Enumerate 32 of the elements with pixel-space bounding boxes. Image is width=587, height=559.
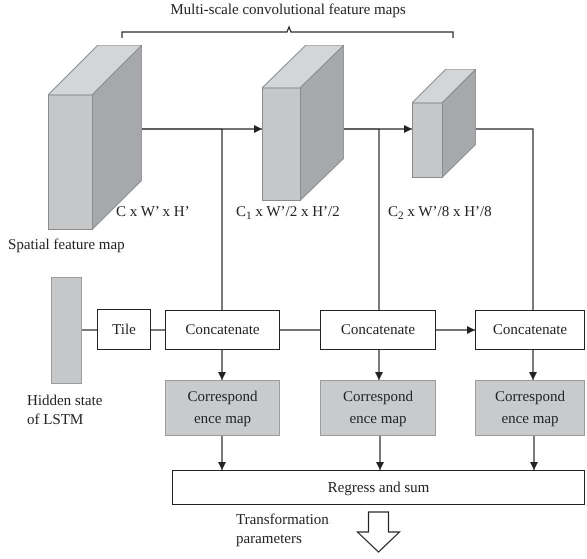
process-box: Tile	[97, 309, 151, 350]
connector-line	[82, 329, 97, 331]
connector-line	[142, 128, 223, 310]
arrow	[529, 350, 537, 380]
process-box: Concatenate	[320, 310, 436, 350]
connector-line	[151, 329, 165, 331]
correspondence-box: Correspond ence map	[165, 380, 280, 436]
connector-line	[280, 329, 320, 331]
node-label: Spatial feature map	[8, 236, 126, 255]
feature-map-cuboid	[412, 69, 476, 178]
feature-map-cuboid	[48, 45, 142, 230]
connector-line	[476, 128, 534, 310]
dimension-label: C$_{2}$ x W’/8 x H’/8	[388, 203, 493, 222]
dimension-label: C$_{1}$ x W’/2 x H’/2	[236, 203, 341, 222]
process-box: Regress and sum	[172, 470, 585, 505]
arrow	[530, 436, 538, 470]
process-box: Concatenate	[475, 310, 585, 350]
arrow	[376, 436, 384, 470]
hollow-arrow	[356, 511, 401, 553]
connector-line	[344, 128, 380, 310]
arrow	[375, 350, 383, 380]
arrow	[218, 436, 226, 470]
correspondence-box: Correspond ence map	[475, 380, 585, 436]
process-box: Concatenate	[165, 310, 280, 350]
node-label: Hidden state of LSTM	[27, 392, 104, 430]
group-label: Multi-scale convolutional feature maps	[169, 1, 407, 19]
dimension-label: C x W’ x H’	[116, 203, 191, 222]
state-bar	[51, 277, 82, 384]
feature-map-cuboid	[262, 45, 344, 201]
arrow	[218, 350, 226, 380]
correspondence-box: Correspond ence map	[320, 380, 436, 436]
arrow	[436, 326, 475, 334]
